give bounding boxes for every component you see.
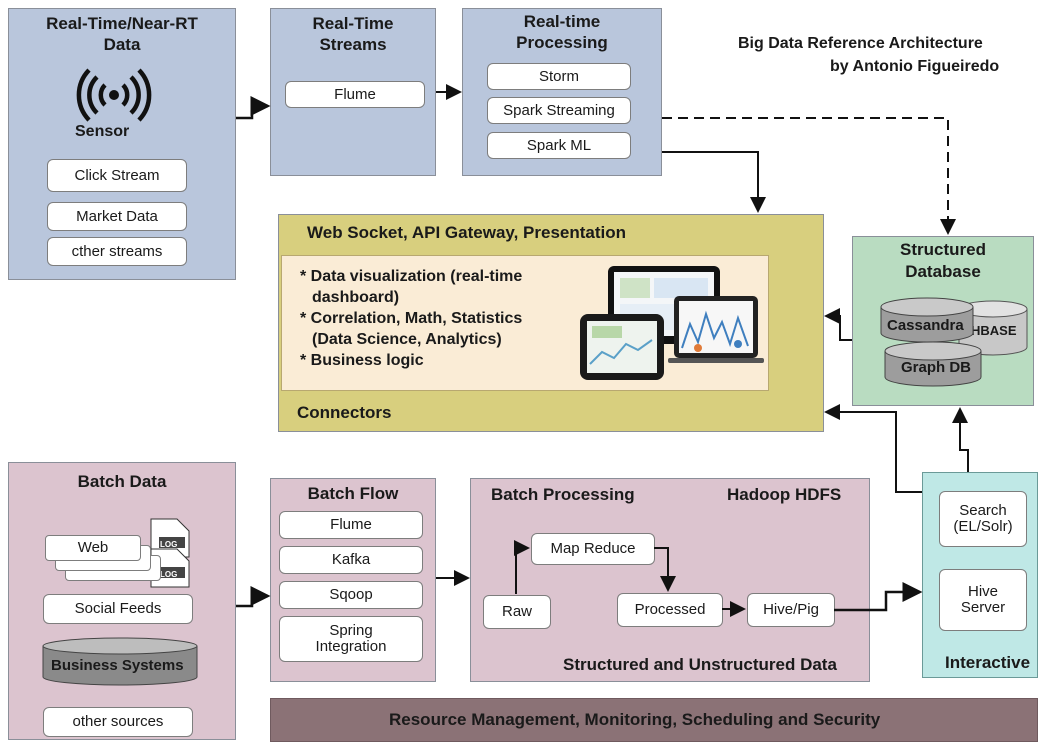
graph-db-cylinder: [884, 341, 982, 387]
log-label-2: LOG: [160, 570, 178, 579]
business-systems-label: Business Systems: [51, 657, 184, 674]
search-box: Search (EL/Solr): [939, 491, 1027, 547]
batch-processing-panel: Batch Processing Hadoop HDFS Map Reduce …: [470, 478, 870, 682]
resource-management-label: Resource Management, Monitoring, Schedul…: [389, 710, 881, 729]
sqoop-box: Sqoop: [279, 581, 423, 609]
batch-flow-title: Batch Flow: [307, 484, 399, 503]
hbase-label: HBASE: [971, 323, 1017, 338]
structured-db-title-1: Structured: [900, 240, 986, 259]
connectors-label: Connectors: [297, 403, 392, 422]
interactive-title: Interactive: [945, 653, 1031, 672]
hadoop-hdfs-label: Hadoop HDFS: [727, 485, 842, 504]
batch-flume-box: Flume: [279, 511, 423, 539]
presentation-panel: Web Socket, API Gateway, Presentation * …: [278, 214, 824, 432]
business-systems-cylinder: [42, 637, 198, 686]
interactive-panel: Search (EL/Solr) Hive Server Interactive: [922, 472, 1038, 678]
presentation-content: * Data visualization (real-time dashboar…: [281, 255, 769, 391]
social-feeds-box: Social Feeds: [43, 594, 193, 624]
map-reduce-node: Map Reduce: [531, 533, 655, 565]
cassandra-cylinder: [880, 297, 974, 343]
structured-database-panel: Structured Database HBASE Cassandra Grap…: [852, 236, 1034, 406]
batch-data-panel: Batch Data LOG LOG Web Social Feeds Busi…: [8, 462, 236, 740]
other-streams-box: cther streams: [47, 237, 187, 266]
realtime-streams-panel: Real-Time Streams Flume: [270, 8, 436, 176]
bullet-2: dashboard): [312, 289, 400, 306]
batch-processing-title: Batch Processing: [491, 485, 635, 504]
realtime-streams-title-1: Real-Time: [312, 14, 394, 33]
realtime-processing-title-2: Processing: [516, 33, 608, 52]
presentation-bullets: * Data visualization (real-time dashboar…: [300, 266, 522, 371]
bullet-4: (Data Science, Analytics): [312, 331, 502, 348]
structured-db-title-2: Database: [905, 262, 981, 281]
presentation-header: Web Socket, API Gateway, Presentation: [307, 223, 627, 242]
dashboard-devices-image: [580, 266, 764, 380]
batch-data-title: Batch Data: [77, 472, 167, 491]
processed-node: Processed: [617, 593, 723, 627]
batch-flow-panel: Batch Flow Flume Kafka Sqoop Spring Inte…: [270, 478, 436, 682]
realtime-data-panel: Real-Time/Near-RT Data Sensor Click Stre…: [8, 8, 236, 280]
diagram-title-line1: Big Data Reference Architecture: [738, 35, 983, 52]
bullet-1: * Data visualization (real-time: [300, 268, 523, 285]
log-label-1: LOG: [160, 540, 178, 549]
resource-management-bar: Resource Management, Monitoring, Schedul…: [270, 698, 1038, 742]
click-stream-box: Click Stream: [47, 159, 187, 192]
flume-stream-box: Flume: [285, 81, 425, 108]
hive-server-box: Hive Server: [939, 569, 1027, 631]
kafka-box: Kafka: [279, 546, 423, 574]
cassandra-label: Cassandra: [887, 317, 964, 334]
spark-ml-box: Spark ML: [487, 132, 631, 159]
sensor-icon: [76, 68, 152, 122]
hbase-cylinder: [958, 300, 1028, 356]
sensor-label: Sensor: [75, 123, 130, 140]
other-sources-box: other sources: [43, 707, 193, 737]
realtime-streams-title-2: Streams: [319, 35, 387, 54]
web-source-box: Web: [45, 535, 141, 561]
raw-node: Raw: [483, 595, 551, 629]
diagram-title-line2: by Antonio Figueiredo: [830, 58, 1000, 75]
spark-streaming-box: Spark Streaming: [487, 97, 631, 124]
bullet-5: * Business logic: [300, 352, 424, 369]
realtime-data-title-1: Real-Time/Near-RT: [46, 14, 198, 33]
hive-pig-node: Hive/Pig: [747, 593, 835, 627]
batch-processing-footer: Structured and Unstructured Data: [563, 655, 837, 674]
bullet-3: * Correlation, Math, Statistics: [300, 310, 523, 327]
realtime-processing-title-1: Real-time: [523, 12, 601, 31]
realtime-data-title-2: Data: [103, 35, 141, 54]
spring-integration-box: Spring Integration: [279, 616, 423, 662]
storm-box: Storm: [487, 63, 631, 90]
graph-db-label: Graph DB: [901, 359, 972, 376]
realtime-processing-panel: Real-time Processing Storm Spark Streami…: [462, 8, 662, 176]
market-data-box: Market Data: [47, 202, 187, 231]
